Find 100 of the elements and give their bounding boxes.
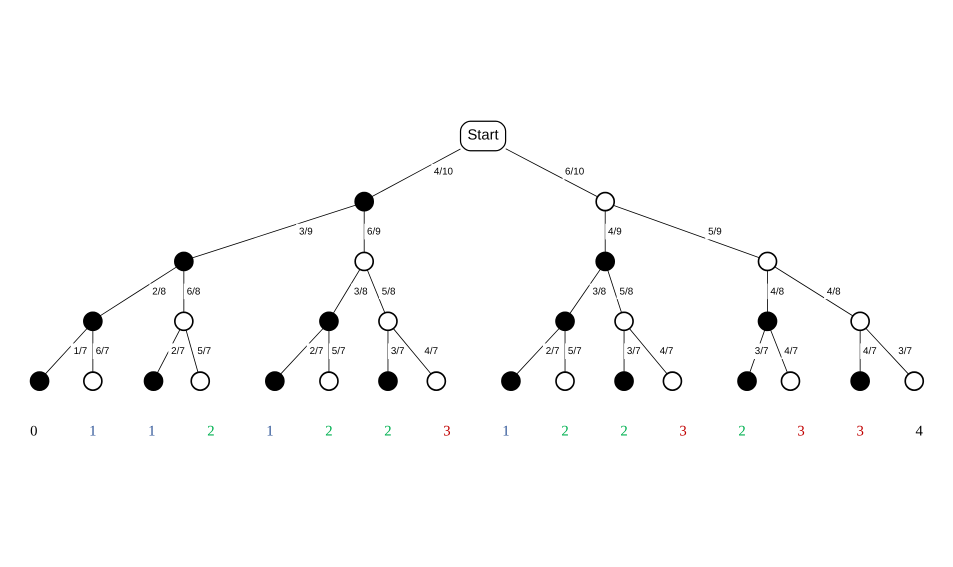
node-circle: [174, 310, 194, 331]
connector: [157, 328, 180, 373]
node-circle: [595, 251, 616, 271]
edge-label: 4/10: [434, 166, 454, 178]
node-circle: [190, 370, 210, 390]
edge-label: 4/7: [863, 346, 877, 357]
edge-label: 3/7: [754, 346, 768, 357]
connector: [629, 328, 668, 374]
connector: [767, 270, 768, 312]
connector: [516, 327, 560, 374]
edge-label: 4/7: [784, 346, 798, 357]
node-label: 1: [502, 423, 510, 440]
node-circle: [83, 310, 103, 331]
node-circle: [319, 370, 339, 390]
node-label: 3: [679, 423, 687, 440]
edge-label: 3/7: [626, 346, 641, 357]
node-circle: [83, 370, 103, 390]
node-circle: [174, 251, 194, 271]
connector: [860, 330, 861, 372]
connector: [607, 269, 622, 312]
node-circle: [30, 370, 50, 390]
node-circle: [780, 370, 800, 390]
node-circle: [501, 370, 521, 390]
node-label: 2: [207, 423, 215, 440]
node-circle: [904, 370, 924, 390]
edge-label: 2/7: [171, 346, 185, 357]
node-label: 4: [915, 423, 923, 440]
edge-label: 3/7: [390, 346, 405, 357]
connector: [92, 330, 94, 372]
edge-label: 4/8: [770, 286, 784, 297]
edge-label: 4/8: [826, 286, 841, 297]
edge-label: 5/8: [382, 286, 396, 297]
connector: [364, 210, 365, 252]
node-label: 3: [856, 423, 864, 440]
edge-label: 1/7: [74, 346, 88, 357]
connector: [328, 330, 330, 372]
edge-label: 5/9: [708, 226, 722, 237]
connector: [774, 266, 854, 316]
edge-label: 4/9: [608, 226, 622, 237]
node-circle: [614, 310, 634, 331]
node-circle: [850, 310, 870, 331]
node-circle: [758, 310, 778, 331]
node-circle: [319, 310, 339, 331]
connector: [371, 148, 461, 197]
connector: [770, 329, 788, 373]
node-label: 1: [148, 423, 156, 440]
node-circle: [426, 370, 446, 390]
edge-label: 2/7: [546, 346, 560, 357]
node-label: 0: [30, 423, 38, 440]
connector: [192, 204, 356, 258]
edge-label: 3/8: [592, 286, 606, 297]
connector: [183, 270, 184, 312]
node-label: 2: [561, 423, 569, 440]
connector: [366, 269, 386, 313]
node-circle: [614, 370, 634, 390]
edge-label: 5/8: [620, 286, 634, 297]
connector: [749, 329, 766, 372]
node-circle: [850, 370, 870, 390]
edge-label: 2/7: [310, 346, 324, 357]
connector: [392, 328, 432, 374]
node-circle: [378, 370, 398, 390]
edge-label: 6/10: [565, 166, 584, 178]
connector: [505, 148, 598, 197]
node-circle: [595, 191, 616, 211]
edge-label: 4/7: [660, 346, 674, 357]
edge-label: 5/7: [568, 346, 582, 357]
edge-label: 5/7: [197, 346, 212, 357]
connector: [280, 327, 324, 374]
node-label: 2: [620, 423, 628, 440]
connector: [332, 268, 360, 314]
node-circle: [555, 370, 575, 390]
edge-label: 3/9: [299, 226, 313, 237]
connector: [569, 268, 601, 314]
connector: [564, 330, 566, 372]
node-label: 3: [443, 423, 451, 440]
edge-label: 6/8: [186, 286, 200, 297]
node-circle: [354, 191, 374, 211]
edge-label: 4/7: [424, 346, 438, 357]
node-circle: [555, 310, 575, 331]
node-label: 3: [797, 423, 805, 440]
connector: [186, 329, 198, 372]
node-circle: [662, 370, 682, 390]
connector: [613, 204, 760, 258]
node-box: Start: [460, 120, 506, 151]
connector: [866, 327, 909, 374]
edge-label: 2/8: [152, 286, 166, 297]
connector: [604, 210, 606, 252]
node-circle: [737, 370, 757, 390]
connector: [44, 327, 88, 374]
node-label: 1: [266, 423, 274, 440]
node-circle: [378, 310, 398, 331]
node-label: 2: [325, 423, 333, 440]
edge-label: 6/7: [96, 346, 110, 357]
node-label: 1: [89, 423, 97, 440]
node-label: 2: [738, 423, 746, 440]
node-circle: [144, 370, 164, 390]
edge-label: 5/7: [332, 346, 346, 357]
connector: [100, 266, 177, 316]
node-circle: [265, 370, 285, 390]
edge-label: 3/7: [898, 346, 912, 357]
